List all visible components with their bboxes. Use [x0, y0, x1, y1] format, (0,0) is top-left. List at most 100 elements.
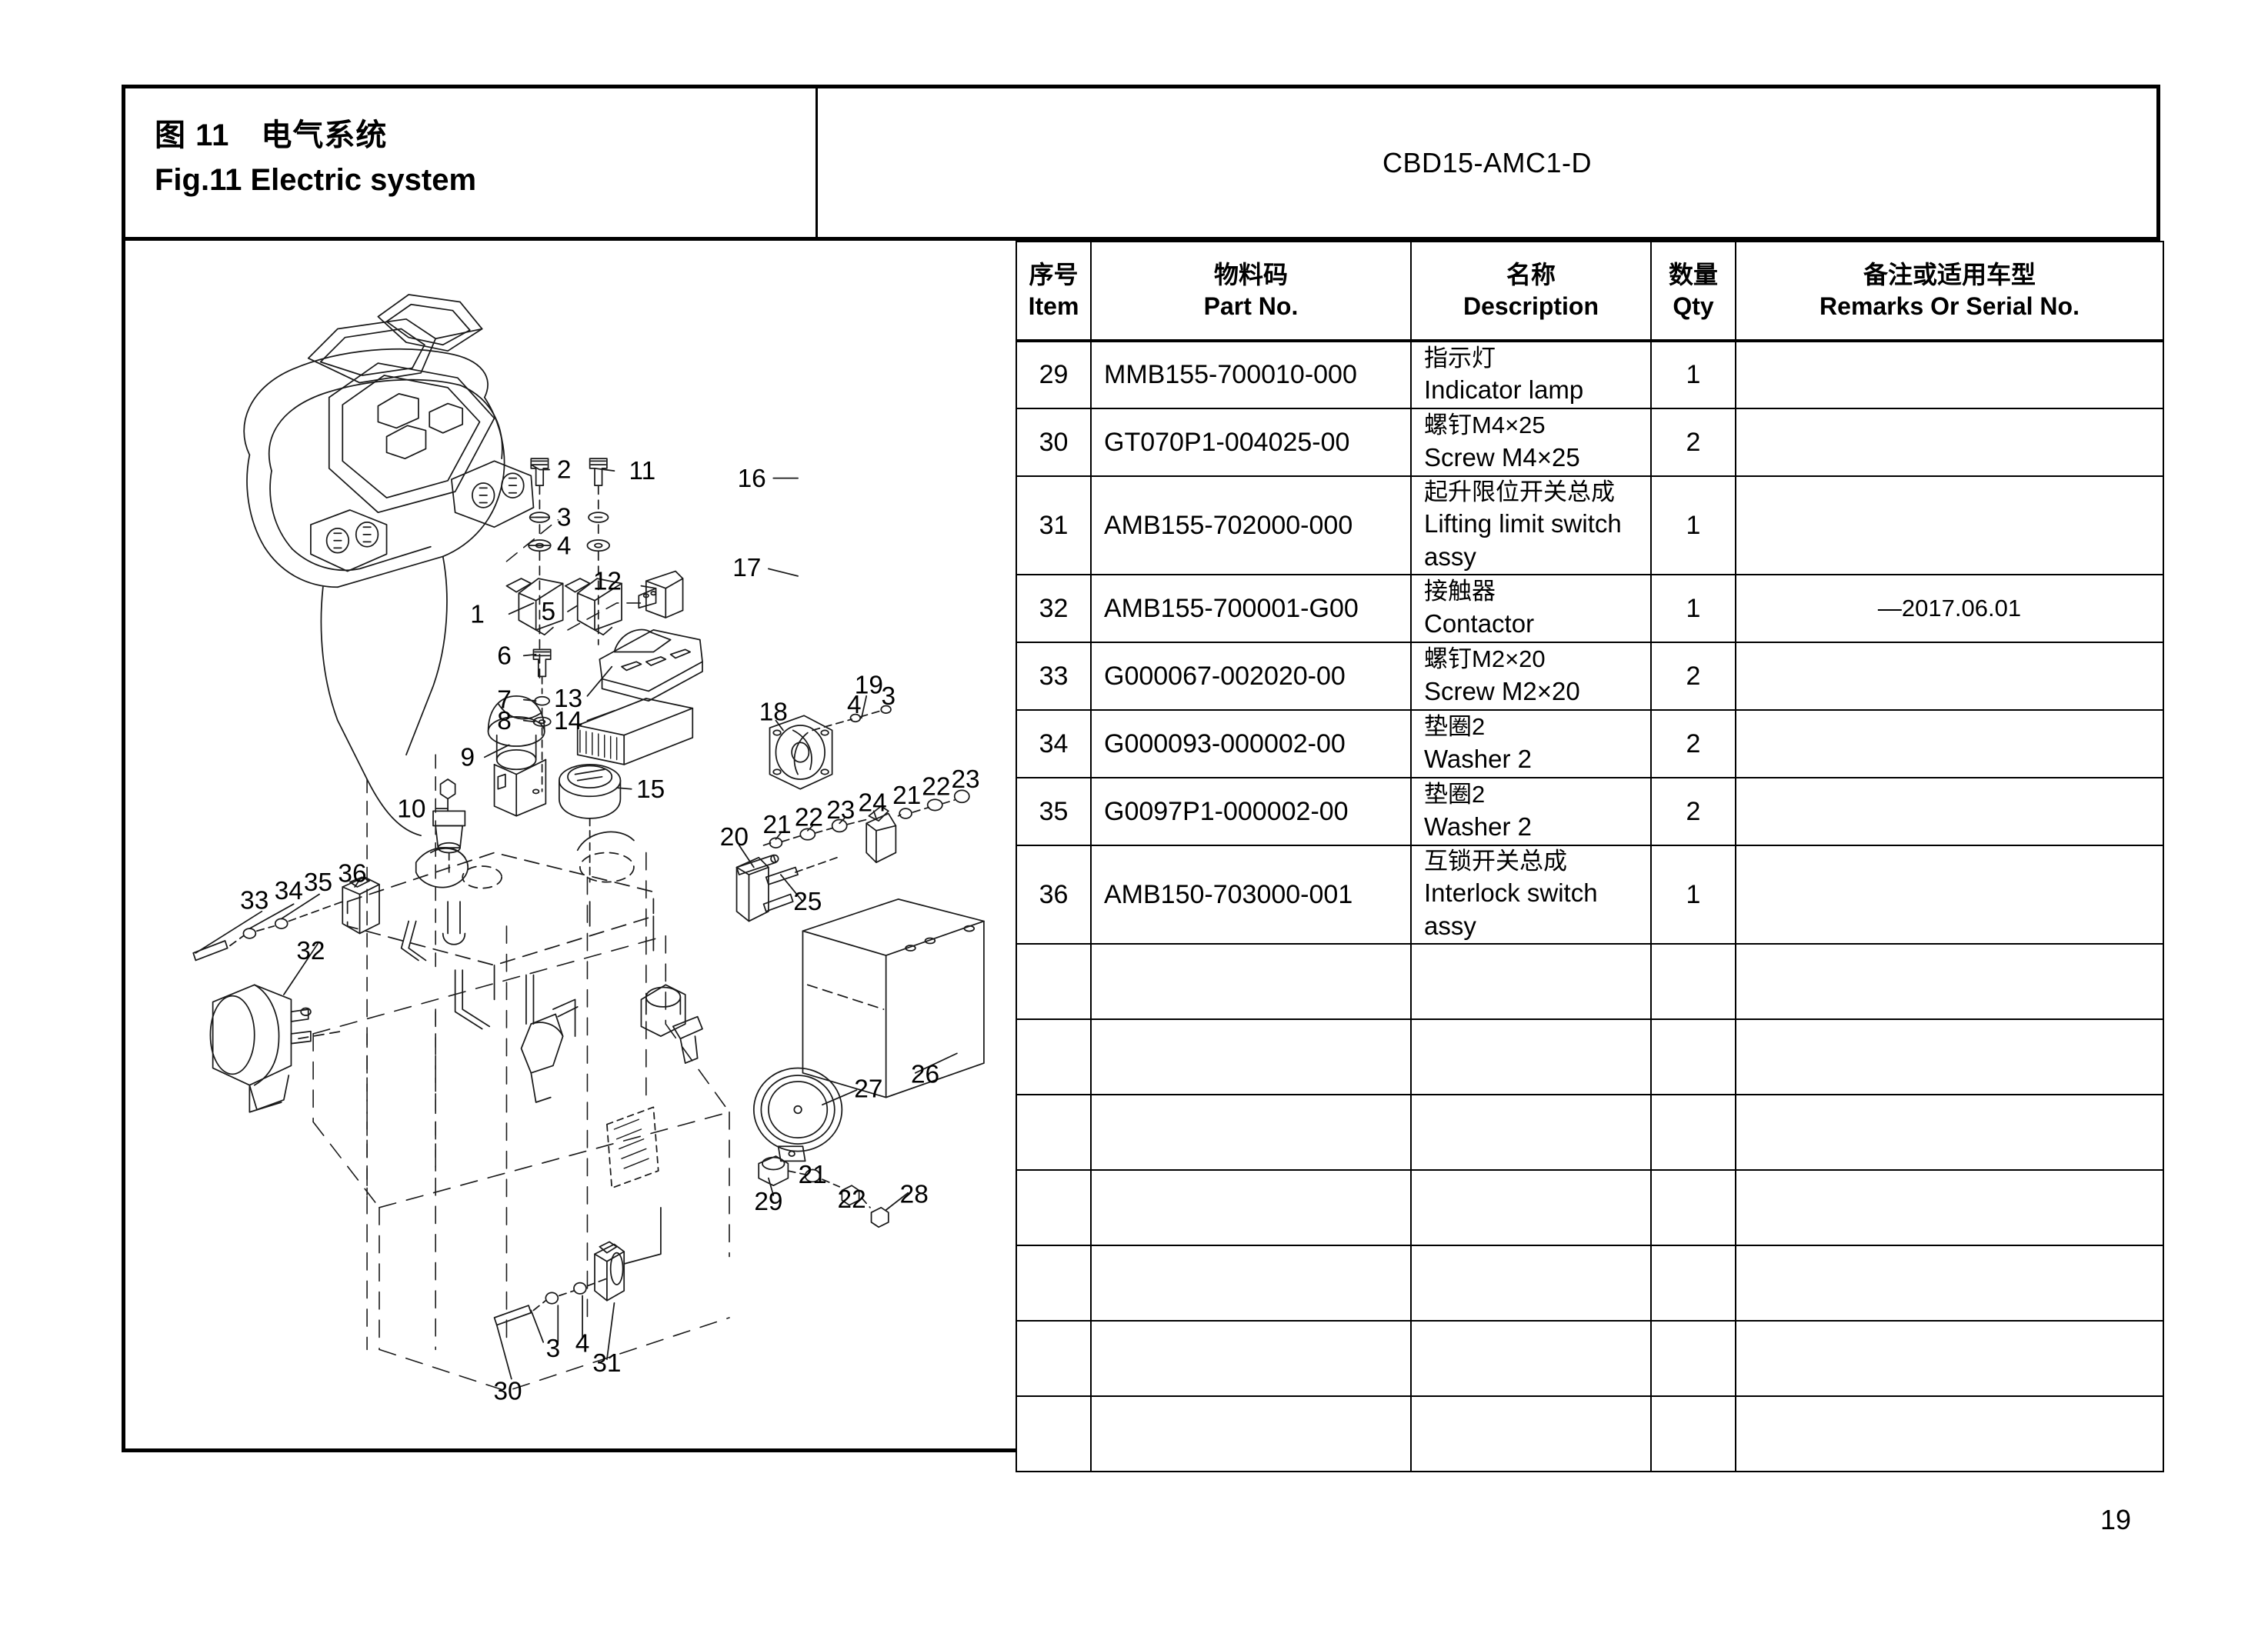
cell-item: 33	[1016, 642, 1092, 712]
callout-leaders	[195, 464, 958, 1380]
column-header-description: 名称 Description	[1410, 241, 1652, 342]
callout-21b: 21	[892, 782, 921, 810]
cell-description-empty	[1410, 1094, 1652, 1172]
cell-qty: 1	[1650, 845, 1736, 945]
cell-qty-empty	[1650, 943, 1736, 1021]
callout-26: 26	[911, 1061, 939, 1089]
parts-table-header-row: 序号 Item 物料码 Part No. 名称	[1016, 241, 2164, 342]
cell-qty-empty	[1650, 1169, 1736, 1247]
cell-item: 31	[1016, 475, 1092, 576]
parts-table-head: 序号 Item 物料码 Part No. 名称	[1016, 241, 2164, 342]
callout-22b: 22	[922, 773, 950, 802]
table-row-empty[interactable]	[1016, 1245, 2164, 1322]
column-header-description-en: Description	[1463, 292, 1599, 320]
cell-item: 34	[1016, 709, 1092, 779]
contactor-32	[209, 984, 342, 1113]
cell-remarks	[1735, 777, 2164, 847]
table-row-empty[interactable]	[1016, 943, 2164, 1021]
cell-part-no-empty	[1090, 1169, 1412, 1247]
fastener-row-left	[762, 818, 868, 848]
parts-table-container: 序号 Item 物料码 Part No. 名称	[1016, 241, 2164, 1473]
cell-remarks-empty	[1735, 1320, 2164, 1398]
cell-description-en: Screw M4×25	[1424, 442, 1580, 472]
cell-description-cn: 垫圈2	[1424, 713, 1486, 741]
cell-qty-empty	[1650, 1094, 1736, 1172]
callout-3c: 3	[882, 682, 896, 711]
interlock-switch-36	[342, 876, 380, 935]
callout-13: 13	[554, 685, 582, 713]
cell-part-no-empty	[1090, 1094, 1412, 1172]
callout-7: 7	[497, 686, 512, 715]
cell-description-en: Washer 2	[1424, 744, 1532, 773]
cell-description-en: Indicator lamp	[1424, 375, 1584, 405]
column-header-remarks-en: Remarks Or Serial No.	[1819, 292, 2080, 320]
table-row-empty[interactable]	[1016, 1169, 2164, 1247]
model-number: CBD15-AMC1-D	[1382, 146, 1593, 178]
callout-20: 20	[720, 823, 749, 852]
figure-title-english: Fig.11 Electric system	[155, 163, 477, 197]
column-header-remarks: 备注或适用车型 Remarks Or Serial No.	[1735, 241, 2164, 342]
table-row-empty[interactable]	[1016, 1395, 2164, 1473]
table-row-empty[interactable]	[1016, 1094, 2164, 1172]
cell-description-empty	[1410, 1395, 1652, 1473]
callout-8: 8	[497, 707, 512, 735]
callout-21a: 21	[762, 811, 791, 839]
callout-4c: 4	[847, 691, 862, 719]
callout-14: 14	[554, 707, 582, 735]
cell-part-no: MMB155-700010-000	[1090, 340, 1412, 409]
callout-17: 17	[732, 554, 761, 582]
cell-item-empty	[1016, 1094, 1092, 1172]
cell-description-cn: 垫圈2	[1424, 781, 1486, 808]
table-row-empty[interactable]	[1016, 1018, 2164, 1096]
cell-qty-empty	[1650, 1018, 1736, 1096]
callout-9: 9	[461, 743, 475, 772]
cell-qty: 2	[1650, 709, 1736, 779]
callout-1: 1	[470, 600, 485, 628]
callout-4b: 4	[575, 1330, 590, 1358]
callout-3a: 3	[557, 504, 572, 532]
cell-part-no-empty	[1090, 1245, 1412, 1322]
callout-2: 2	[557, 456, 572, 485]
cell-description-empty	[1410, 1245, 1652, 1322]
exploded-view-svg: 1 2 3 4 5 6 7 8 9 10 11 12 13 14 15 16 1	[192, 294, 985, 1406]
callout-19: 19	[855, 672, 883, 700]
column-header-item: 序号 Item	[1016, 241, 1092, 342]
callout-15: 15	[636, 775, 665, 804]
column-header-remarks-cn: 备注或适用车型	[1863, 261, 2036, 289]
callout-35: 35	[304, 868, 332, 897]
emergency-switch-9	[487, 695, 547, 817]
cell-description-empty	[1410, 1169, 1652, 1247]
cell-description-cn: 螺钉M4×25	[1424, 412, 1546, 439]
horn-15	[558, 764, 622, 883]
table-row-empty[interactable]	[1016, 1320, 2164, 1398]
cell-remarks-empty	[1735, 1094, 2164, 1172]
cell-part-no: AMB150-703000-001	[1090, 845, 1412, 945]
battery-box-26	[802, 898, 985, 1098]
cell-remarks	[1735, 642, 2164, 712]
cell-part-no: GT070P1-004025-00	[1090, 408, 1412, 477]
cell-qty: 2	[1650, 777, 1736, 847]
cell-description-cn: 指示灯	[1424, 344, 1496, 372]
tiller-head-group	[243, 294, 535, 837]
callout-4a: 4	[557, 532, 572, 560]
cell-part-no: AMB155-700001-G00	[1090, 574, 1412, 644]
figure-title-cell: 图 11 电气系统 Fig.11 Electric system	[125, 88, 818, 237]
callout-28: 28	[900, 1180, 929, 1208]
cell-item: 30	[1016, 408, 1092, 477]
cell-part-no-empty	[1090, 943, 1412, 1021]
bracket-12	[638, 570, 684, 618]
callout-6: 6	[497, 642, 512, 670]
cell-qty: 2	[1650, 642, 1736, 712]
